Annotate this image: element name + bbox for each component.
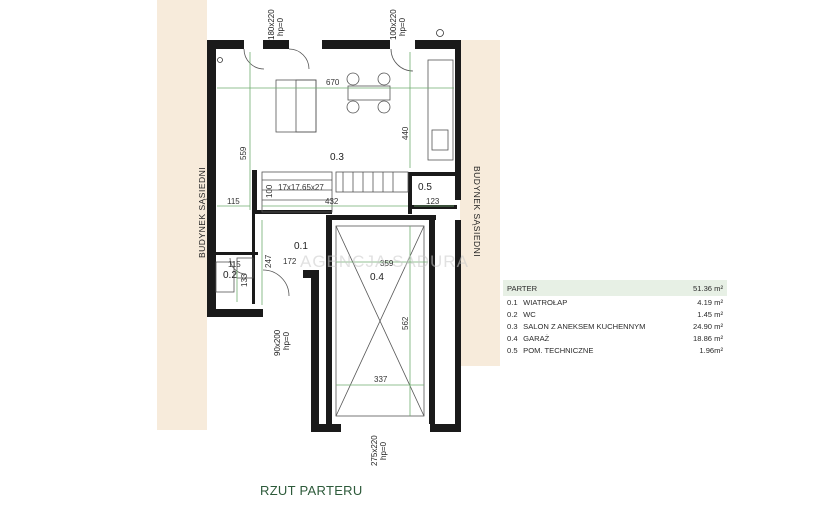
room-label-0.4: 0.4: [370, 272, 384, 283]
opening-label-top-right-hp: hp=0: [398, 17, 407, 36]
dimension-123: 123: [426, 197, 440, 206]
dimension-440: 440: [401, 126, 410, 140]
legend-header: PARTER 51.36 m²: [503, 280, 727, 296]
dimension-359: 359: [380, 259, 394, 268]
dimension-337: 337: [374, 375, 388, 384]
legend-room-name: POM. TECHNICZNE: [523, 345, 594, 355]
neighbor-label-right: BUDYNEK SĄSIEDNI: [472, 166, 482, 257]
legend-room-area: 1.45 m²: [697, 309, 723, 319]
dimension-133: 133: [240, 273, 249, 287]
legend-row: 0.5 POM. TECHNICZNE 1.96m²: [503, 344, 727, 356]
dimension-115-top: 115: [227, 197, 240, 206]
legend-header-label: PARTER: [507, 283, 538, 293]
dimension-172: 172: [283, 257, 297, 266]
legend-room-number: 0.1: [507, 297, 518, 307]
area-legend: PARTER 51.36 m² 0.1 WIATROŁAP 4.19 m² 0.…: [503, 280, 727, 356]
walls: [207, 40, 461, 432]
neighbor-building-left: [157, 0, 207, 430]
legend-room-number: 0.3: [507, 321, 518, 331]
legend-room-area: 4.19 m²: [697, 297, 723, 307]
dimension-562: 562: [401, 316, 410, 330]
legend-room-area: 24.90 m²: [693, 321, 723, 331]
watermark: AGENCJA SADURA: [300, 252, 469, 271]
room-label-0.3: 0.3: [330, 152, 344, 163]
neighbor-building-right: [460, 40, 500, 366]
room-label-0.2: 0.2: [223, 270, 237, 281]
opening-label-garage-hp: hp=0: [379, 441, 388, 460]
legend-room-name: WC: [523, 309, 536, 319]
stair-dimension: 17x17.65x27: [278, 183, 324, 192]
dimension-670: 670: [326, 78, 340, 87]
legend-room-name: GARAŻ: [523, 333, 550, 343]
dimension-432: 432: [325, 197, 339, 206]
opening-label-garage: 275x220: [370, 435, 379, 466]
opening-label-top-right: 100x220: [389, 9, 398, 40]
legend-room-area: 1.96m²: [699, 345, 723, 355]
dimension-115-wc: 115: [228, 260, 241, 269]
opening-label-top-left-hp: hp=0: [276, 17, 285, 36]
legend-room-number: 0.2: [507, 309, 518, 319]
legend-room-name: WIATROŁAP: [523, 297, 568, 307]
legend-room-name: SALON Z ANEKSEM KUCHENNYM: [523, 321, 646, 331]
dimension-247: 247: [264, 254, 273, 268]
legend-room-area: 18.86 m²: [693, 333, 723, 343]
legend-room-number: 0.4: [507, 333, 518, 343]
plan-title: RZUT PARTERU: [260, 483, 363, 498]
dimension-100: 100: [265, 184, 274, 198]
legend-row: 0.2 WC 1.45 m²: [503, 308, 727, 320]
opening-label-top-left: 180x220: [267, 9, 276, 40]
opening-label-entry: 90x200: [273, 329, 282, 356]
legend-header-area: 51.36 m²: [693, 283, 723, 293]
opening-label-entry-hp: hp=0: [282, 331, 291, 350]
legend-row: 0.4 GARAŻ 18.86 m²: [503, 332, 727, 344]
room-label-0.5: 0.5: [418, 182, 432, 193]
room-label-0.1: 0.1: [294, 241, 308, 252]
neighbor-label-left: BUDYNEK SĄSIEDNI: [197, 167, 207, 258]
dimension-559: 559: [239, 146, 248, 160]
legend-row: 0.3 SALON Z ANEKSEM KUCHENNYM 24.90 m²: [503, 320, 727, 332]
legend-row: 0.1 WIATROŁAP 4.19 m²: [503, 296, 727, 308]
legend-room-number: 0.5: [507, 345, 518, 355]
